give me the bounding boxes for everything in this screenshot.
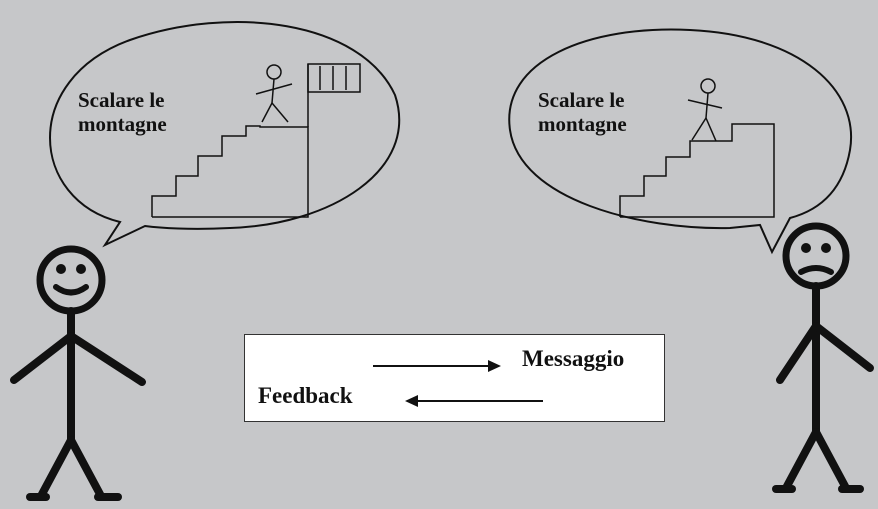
right-climber-figure (687, 78, 723, 142)
right-bubble-text: Scalare le montagne (538, 88, 698, 136)
right-speech-bubble (508, 28, 853, 255)
legend-arrows (373, 360, 543, 407)
left-climber-figure (255, 64, 293, 123)
left-stairs-scene (151, 63, 361, 218)
message-arrow (373, 360, 501, 372)
left-speech-bubble (49, 21, 401, 248)
message-label: Messaggio (522, 346, 625, 371)
flag (307, 63, 361, 93)
left-staircase (151, 125, 309, 218)
left-person-head (36, 245, 106, 315)
left-bubble-text: Scalare le montagne (78, 88, 238, 136)
right-person-head (782, 222, 850, 290)
left-person-figure (10, 245, 146, 501)
legend-box: Messaggio Feedback (244, 334, 665, 422)
sad-mouth (798, 265, 834, 275)
smile-mouth (53, 284, 89, 296)
right-person-figure (772, 222, 874, 493)
right-stairs-scene (619, 78, 775, 218)
feedback-arrow (405, 395, 543, 407)
right-bubble-line2: montagne (538, 112, 627, 137)
left-bubble-line1: Scalare le (78, 88, 165, 112)
left-bubble-line2: montagne (78, 112, 167, 137)
right-bubble-line1: Scalare le (538, 88, 625, 112)
right-staircase (619, 123, 775, 218)
feedback-label: Feedback (258, 383, 353, 408)
